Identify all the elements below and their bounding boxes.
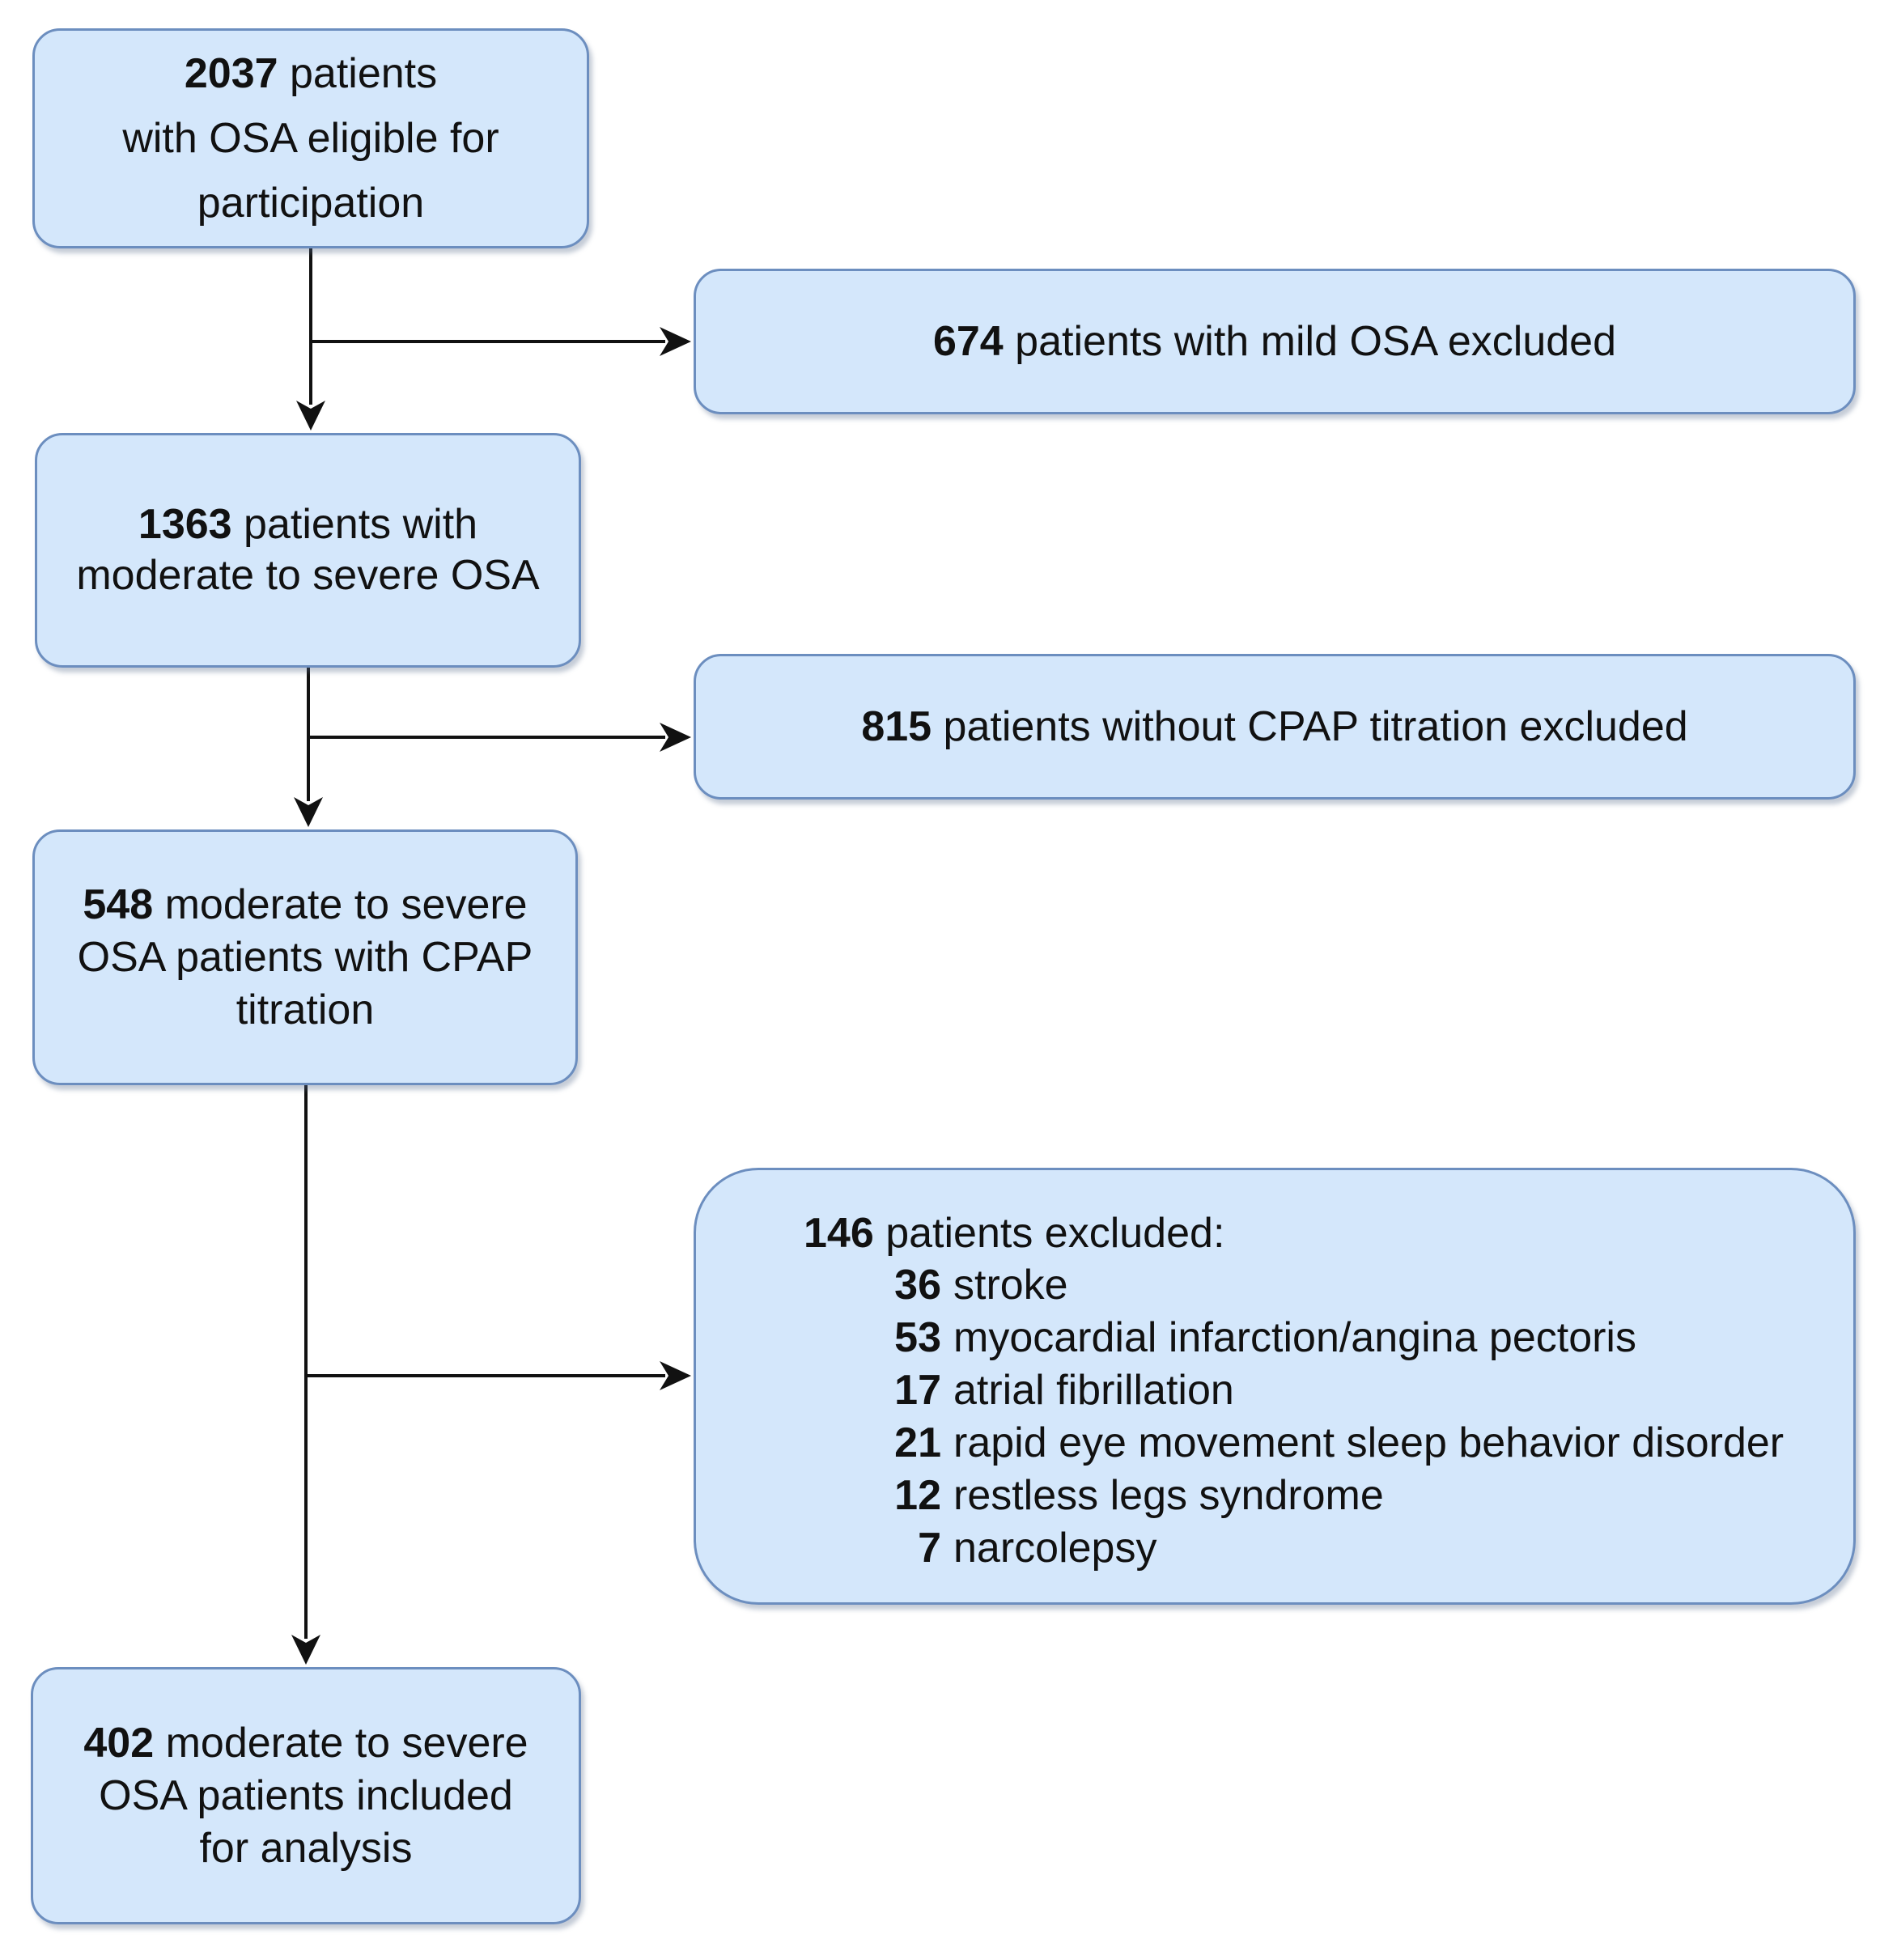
exclusion-item-count: 7 [918, 1525, 941, 1572]
exclusions-count: 146 [804, 1210, 874, 1257]
included-text-1: moderate to severe [154, 1719, 528, 1767]
exclusion-item: 7 narcolepsy [804, 1522, 1784, 1575]
arrowhead-to-mild [660, 327, 691, 356]
included-line-1: 402 moderate to severe [83, 1717, 528, 1770]
exclusion-item-count: 36 [894, 1262, 941, 1309]
cpap-line-1: 548 moderate to severe [78, 879, 533, 931]
exclusions-header: 146 patients excluded: [804, 1207, 1784, 1259]
eligible-patients-box: 2037 patients with OSA eligible for part… [32, 28, 589, 248]
moderate-severe-box: 1363 patients with moderate to severe OS… [35, 433, 581, 668]
mild-osa-excluded-box: 674 patients with mild OSA excluded [694, 269, 1856, 414]
exclusion-item-count: 12 [894, 1472, 941, 1519]
exclusion-item-label: narcolepsy [953, 1525, 1157, 1572]
eligible-text-3: participation [197, 180, 425, 227]
arrowhead-to-final [291, 1635, 320, 1665]
moderate-text-1: patients with [231, 501, 478, 548]
no-cpap-excluded-box: 815 patients without CPAP titration excl… [694, 654, 1856, 800]
arrowhead-to-moderate [296, 401, 325, 431]
moderate-count: 1363 [138, 501, 232, 548]
exclusion-item: 21 rapid eye movement sleep behavior diso… [804, 1417, 1784, 1470]
included-analysis-box: 402 moderate to severe OSA patients incl… [31, 1667, 581, 1924]
no-cpap-excluded-text: patients without CPAP titration excluded [932, 702, 1688, 750]
cpap-text-3: titration [236, 986, 375, 1033]
cpap-text-1: moderate to severe [153, 880, 528, 928]
exclusions-list: 36 stroke 53 myocardial infarction/angina … [804, 1259, 1784, 1575]
exclusion-item-label: myocardial infarction/angina pectoris [953, 1314, 1636, 1361]
cpap-count: 548 [83, 880, 154, 928]
included-count: 402 [83, 1719, 155, 1767]
exclusion-item-count: 53 [894, 1314, 941, 1361]
mild-excluded-text: patients with mild OSA excluded [1003, 317, 1617, 365]
eligible-text-2: with OSA eligible for [122, 115, 499, 162]
exclusion-item: 12 restless legs syndrome [804, 1470, 1784, 1522]
eligible-count: 2037 [184, 50, 278, 97]
included-text-3: for analysis [199, 1824, 413, 1872]
exclusion-item-label: restless legs syndrome [953, 1472, 1384, 1519]
included-text-2: OSA patients included [99, 1771, 513, 1819]
moderate-text-2: moderate to severe OSA [76, 552, 540, 599]
exclusion-item: 53 myocardial infarction/angina pectoris [804, 1312, 1784, 1364]
comorbidity-exclusions-box: 146 patients excluded: 36 stroke 53 myocar… [694, 1168, 1856, 1605]
no-cpap-excluded-count: 815 [861, 702, 932, 750]
exclusion-item-count: 17 [894, 1367, 941, 1414]
exclusions-text: patients excluded: [873, 1210, 1225, 1257]
exclusion-item-label: stroke [953, 1262, 1068, 1309]
exclusion-item-label: rapid eye movement sleep behavior disord… [953, 1419, 1785, 1466]
cpap-titration-box: 548 moderate to severe OSA patients with… [32, 829, 578, 1085]
arrowhead-to-no-cpap [660, 723, 691, 752]
arrowhead-to-exclusions [660, 1361, 691, 1390]
arrowhead-to-cpap [294, 797, 323, 827]
exclusion-item-count: 21 [894, 1419, 941, 1466]
exclusion-item: 36 stroke [804, 1259, 1784, 1312]
exclusion-item-label: atrial fibrillation [953, 1367, 1234, 1414]
exclusion-item: 17 atrial fibrillation [804, 1364, 1784, 1417]
eligible-line-1: 2037 patients [122, 41, 499, 106]
cpap-text-2: OSA patients with CPAP [77, 933, 533, 981]
moderate-line-1: 1363 patients with [76, 499, 539, 550]
mild-excluded-count: 674 [932, 317, 1004, 365]
eligible-text-1: patients [278, 50, 438, 97]
